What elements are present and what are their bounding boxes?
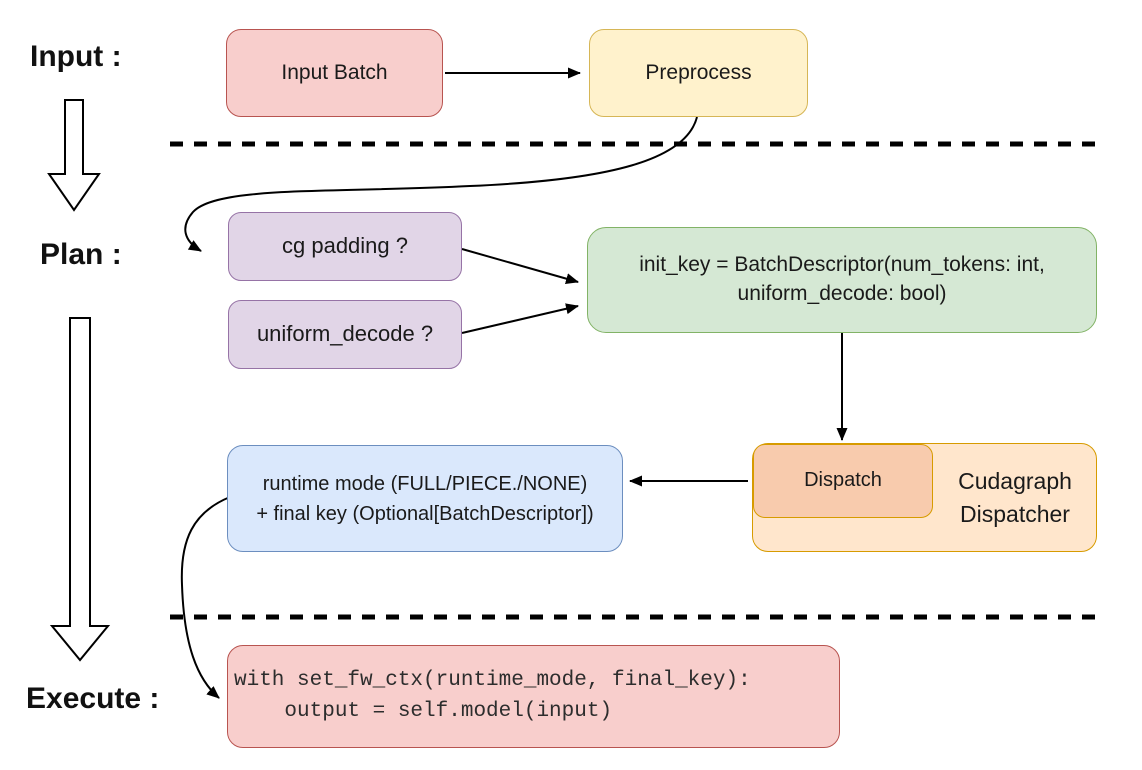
input-batch-node: Input Batch (226, 29, 443, 117)
cudagraph-dispatcher-label: Cudagraph Dispatcher (933, 443, 1097, 552)
cg-padding-label: cg padding ? (282, 233, 408, 259)
stage-label-input: Input : (30, 40, 122, 73)
uniform-decode-label: uniform_decode ? (256, 321, 434, 347)
plan-stage-down-arrow-icon (49, 317, 111, 662)
preprocess-node: Preprocess (589, 29, 808, 117)
edge-runtime-to-code (180, 496, 231, 699)
execute-code-node: with set_fw_ctx(runtime_mode, final_key)… (227, 645, 840, 748)
dispatch-label: Dispatch (804, 469, 882, 492)
cudagraph-dispatcher-label-line1: Cudagraph (958, 467, 1072, 494)
runtime-mode-label-line2: + final key (Optional[BatchDescriptor]) (256, 502, 594, 525)
runtime-mode-label-line1: runtime mode (FULL/PIECE./NONE) (262, 472, 588, 495)
stage-label-plan: Plan : (40, 238, 122, 271)
cudagraph-dispatcher-label-line2: Dispatcher (960, 500, 1070, 527)
init-key-label-line2: uniform_decode: bool) (737, 282, 947, 305)
edge-cgpadding-to-initkey (461, 248, 579, 285)
stage-label-execute: Execute : (26, 682, 160, 715)
edge-preprocess-to-plan (184, 116, 698, 252)
init-key-node: init_key = BatchDescriptor(num_tokens: i… (587, 227, 1097, 333)
uniform-decode-node: uniform_decode ? (228, 300, 462, 369)
init-key-label-line1: init_key = BatchDescriptor(num_tokens: i… (639, 253, 1045, 277)
dispatch-node: Dispatch (753, 444, 933, 518)
edge-uniformdecode-to-initkey (461, 303, 579, 334)
cg-padding-node: cg padding ? (228, 212, 462, 281)
execute-code-line2: output = self.model(input) (234, 699, 613, 723)
preprocess-label: Preprocess (645, 60, 752, 84)
execute-code-line1: with set_fw_ctx(runtime_mode, final_key)… (234, 669, 751, 693)
input-stage-down-arrow-icon (47, 99, 101, 212)
input-batch-label: Input Batch (281, 60, 388, 84)
runtime-mode-node: runtime mode (FULL/PIECE./NONE) + final … (227, 445, 623, 552)
